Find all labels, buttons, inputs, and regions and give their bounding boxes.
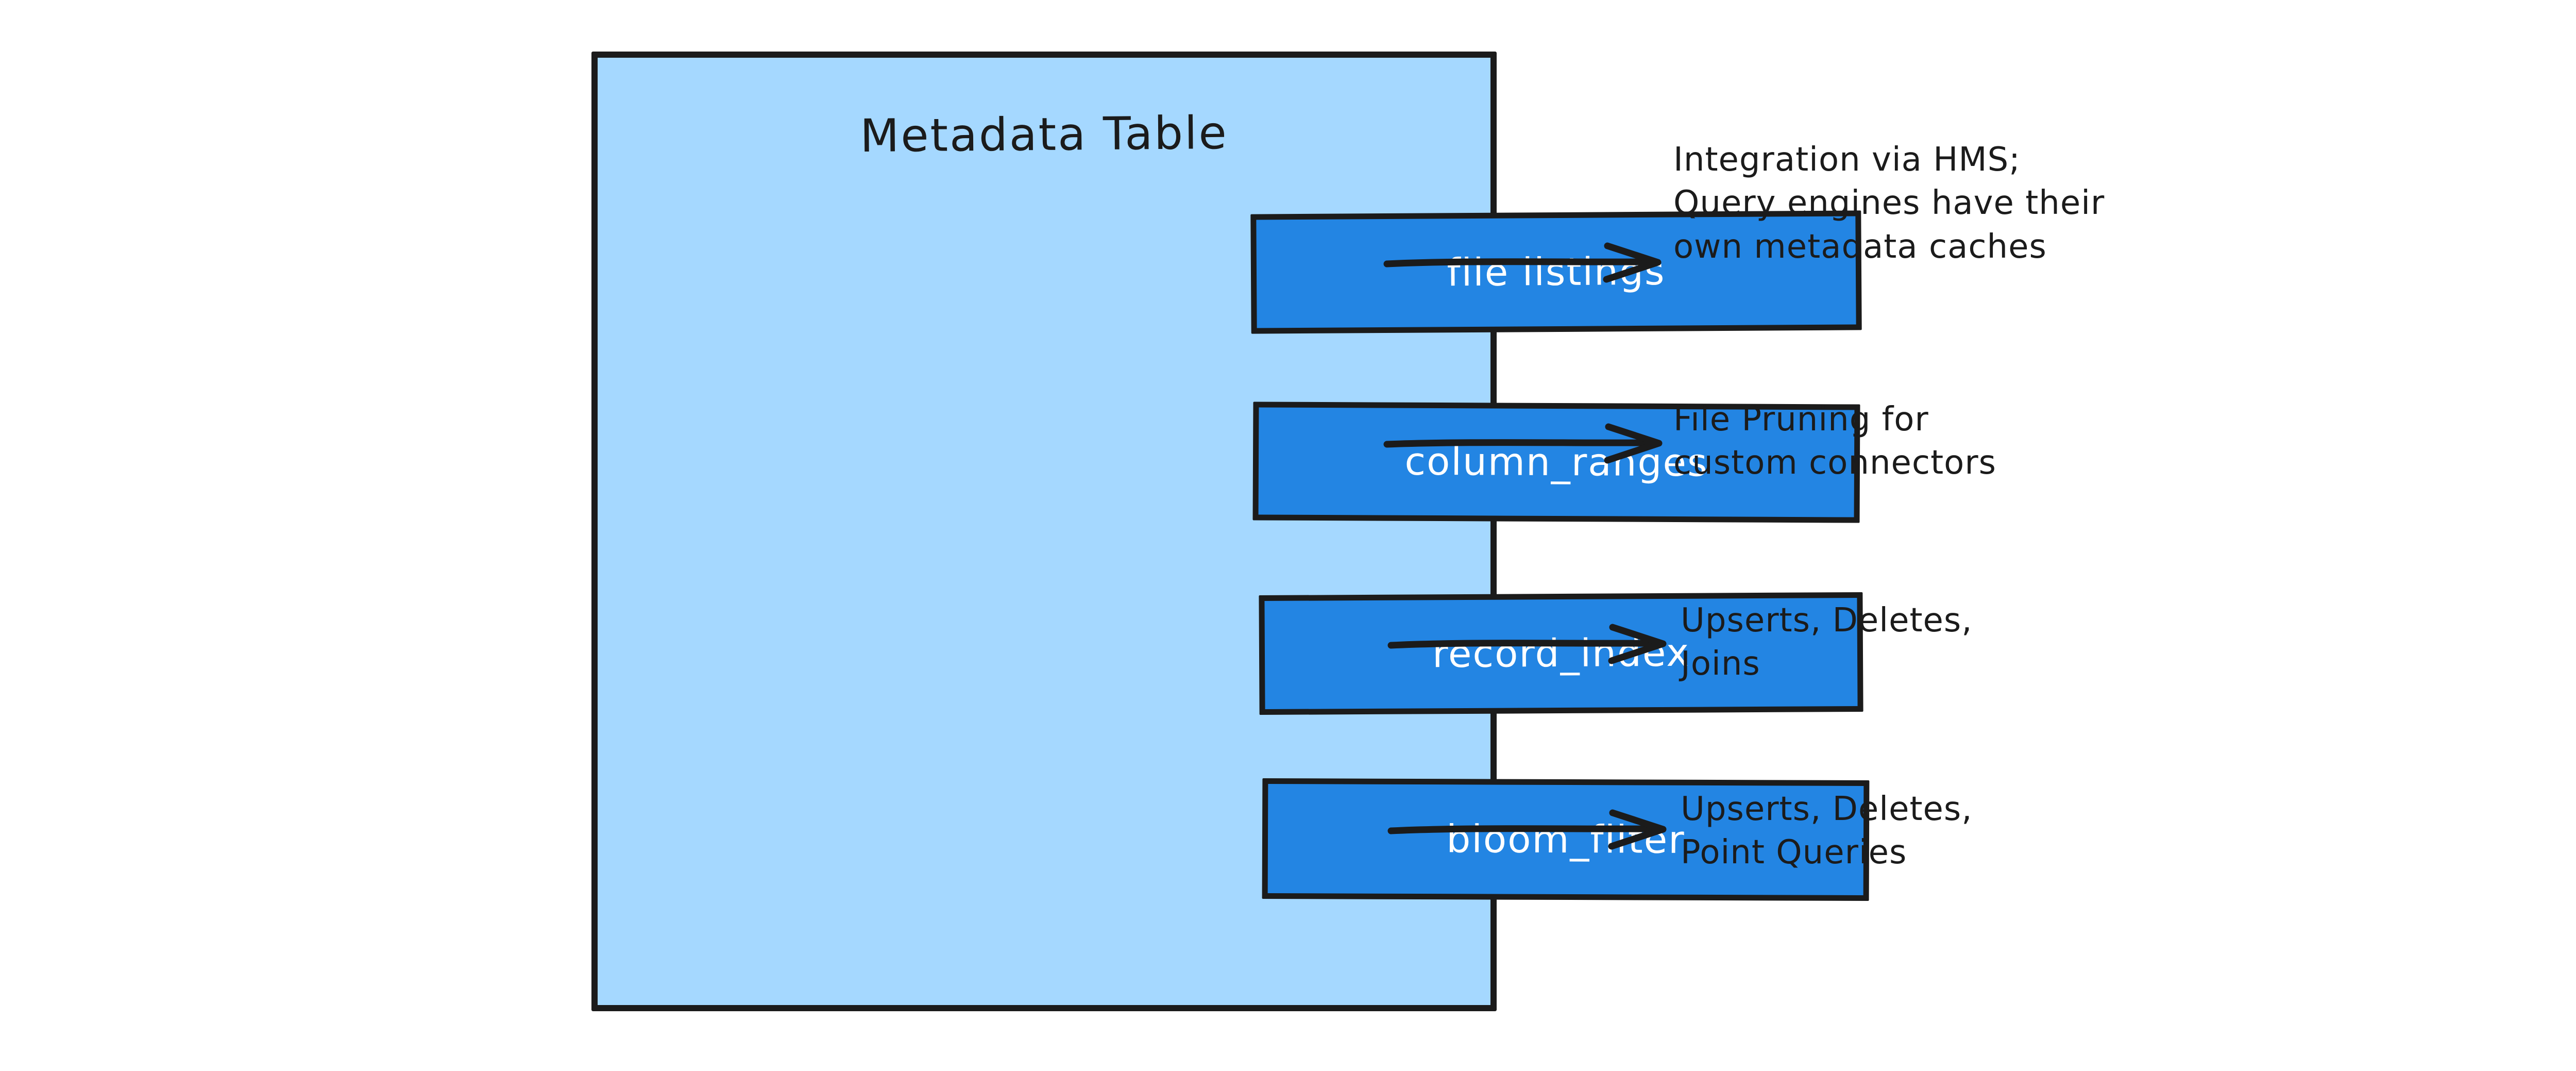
- metadata-item-label: file listings: [1447, 249, 1666, 295]
- metadata-table-panel: Metadata Table file listings column_rang…: [591, 52, 1870, 1011]
- annotation-record-index: Upserts, Deletes, Joins: [1681, 601, 1973, 683]
- annotation-bloom-filter: Upserts, Deletes, Point Queries: [1681, 790, 1973, 872]
- annotation-column-ranges: File Pruning for custom connectors: [1673, 400, 1996, 482]
- page-title: Metadata Table: [859, 106, 1229, 163]
- annotation-file-listings: Integration via HMS; Query engines have …: [1673, 141, 2105, 266]
- metadata-item-label: column_ranges: [1404, 439, 1708, 486]
- metadata-item-label: record_index: [1432, 630, 1690, 677]
- metadata-item-label: bloom_filter: [1446, 817, 1685, 862]
